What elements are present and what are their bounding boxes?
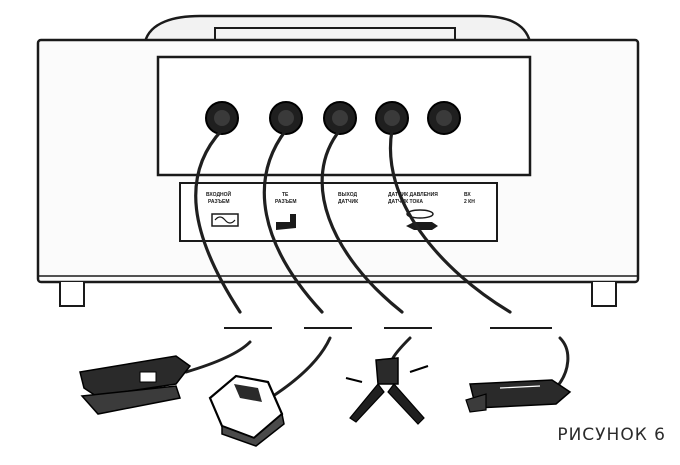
panel-label-4-line2: ДАТЧИК ТОКА [388, 199, 423, 205]
cable-3 [320, 128, 404, 314]
panel-label-4-line1: ДАТЧИК ДАВЛЕНИЯ [388, 192, 438, 198]
connector-2 [269, 101, 303, 135]
device-foot-right [591, 282, 617, 307]
device-handle-grip [214, 27, 456, 40]
battery-icon [211, 213, 239, 227]
panel-label-3-line2: ДАТЧИК [338, 199, 359, 205]
cable-4 [388, 128, 512, 314]
connector-1 [205, 101, 239, 135]
cable-1 [194, 128, 242, 314]
device-foot-left [59, 282, 85, 307]
square-sensor-probe [208, 374, 285, 447]
panel-label-5-line2: 2 КН [464, 199, 475, 205]
panel-label-1-line1: ВХОДНОЙ [206, 190, 232, 198]
alligator-clip-probe [345, 357, 429, 425]
panel-label-2-line1: ТЕ [282, 192, 289, 198]
ear-clip-probe [465, 379, 572, 413]
panel-label-1-line2: РАЗЪЕМ [208, 199, 230, 205]
cables [194, 128, 512, 314]
panel-label-5-line1: ВХ [464, 192, 471, 198]
connector-5 [427, 101, 461, 135]
lower-cables [184, 336, 570, 400]
panel-label-2-line2: РАЗЪЕМ [275, 199, 297, 205]
finger-clip-probe [79, 355, 192, 415]
panel-label-3-line1: ВЫХОД [338, 192, 358, 198]
figure-caption: РИСУНОК 6 [557, 425, 666, 445]
cable-2 [262, 128, 324, 314]
faucet-icon [276, 214, 296, 230]
connector-3 [323, 101, 357, 135]
